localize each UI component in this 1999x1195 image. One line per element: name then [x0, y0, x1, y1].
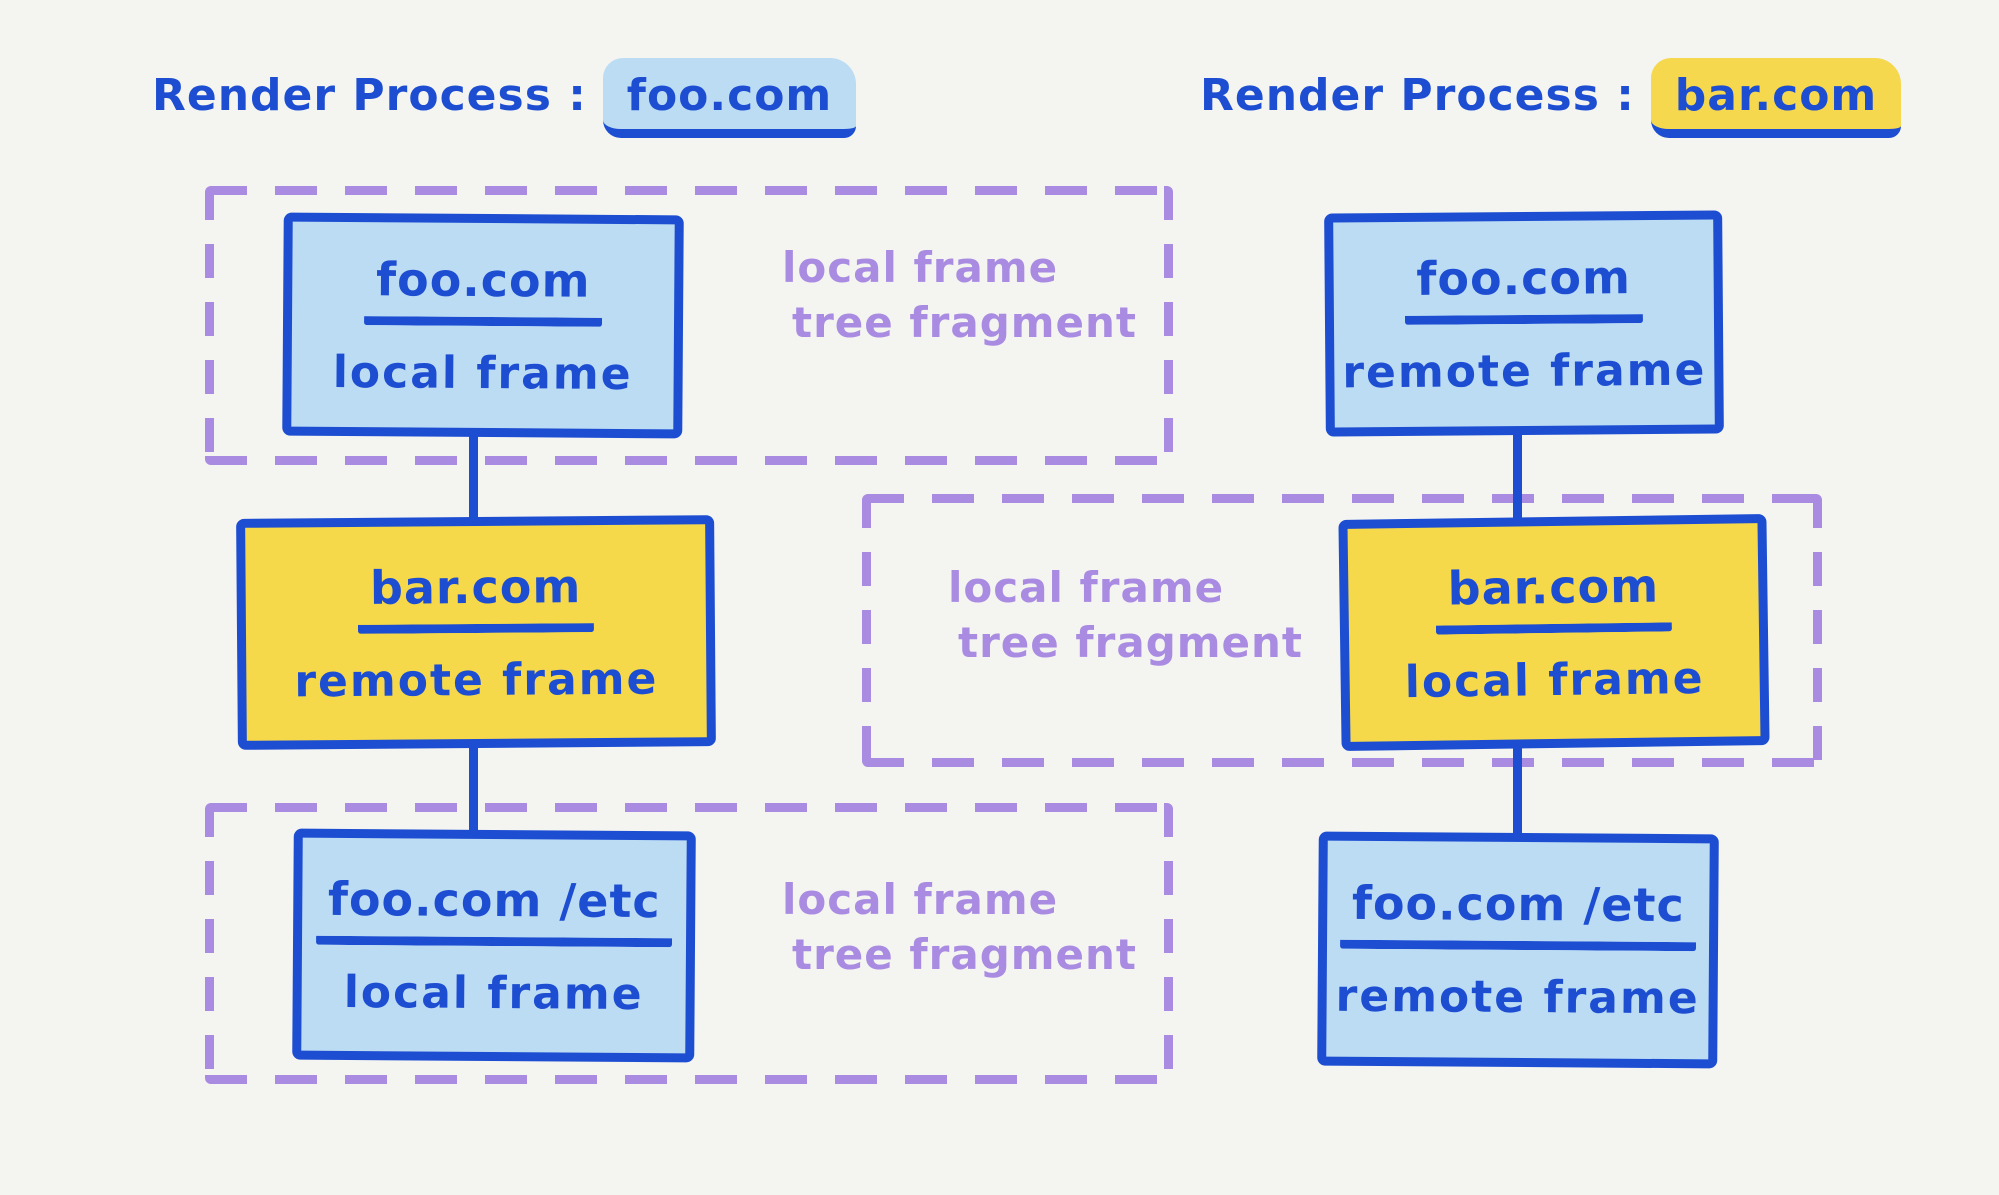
fragment-label-line1: local frame	[782, 243, 1059, 292]
title-prefix: Render Process :	[152, 70, 587, 121]
node-bar-com-local-frame: bar.com local frame	[1338, 514, 1770, 751]
node-domain: foo.com	[363, 251, 603, 327]
fragment-label-line2: tree fragment	[792, 930, 1138, 980]
node-domain: foo.com	[1404, 249, 1644, 325]
node-domain: bar.com	[1435, 557, 1672, 635]
fragment-label-line2: tree fragment	[792, 298, 1138, 348]
fragment-label-right: local frame tree fragment	[948, 560, 1303, 671]
render-process-title-foo: Render Process : foo.com	[152, 58, 857, 138]
fragment-label-left-bottom: local frame tree fragment	[782, 872, 1137, 983]
fragment-label-line1: local frame	[782, 875, 1059, 924]
connector-line-right-1	[1513, 430, 1522, 525]
node-bar-com-remote-frame: bar.com remote frame	[236, 515, 716, 750]
fragment-label-line1: local frame	[948, 563, 1225, 612]
title-domain-highlight-bar: bar.com	[1650, 58, 1902, 138]
render-process-title-bar: Render Process : bar.com	[1200, 58, 1902, 138]
node-foo-com-etc-local-frame: foo.com /etc local frame	[292, 828, 696, 1063]
connector-line-right-2	[1513, 742, 1522, 840]
node-frame-type: remote frame	[1342, 344, 1707, 398]
fragment-label-left-top: local frame tree fragment	[782, 240, 1137, 351]
node-domain: bar.com	[357, 558, 594, 634]
node-frame-type: remote frame	[1335, 970, 1700, 1025]
node-frame-type: local frame	[332, 346, 633, 400]
node-foo-com-local-frame: foo.com local frame	[282, 212, 684, 439]
title-domain-highlight-foo: foo.com	[602, 58, 857, 138]
connector-line-left-1	[469, 430, 478, 525]
node-frame-type: local frame	[343, 966, 644, 1020]
node-foo-com-etc-remote-frame: foo.com /etc remote frame	[1317, 831, 1719, 1069]
title-prefix: Render Process :	[1200, 70, 1635, 121]
node-frame-type: remote frame	[294, 653, 659, 707]
node-foo-com-remote-frame: foo.com remote frame	[1324, 210, 1724, 437]
node-frame-type: local frame	[1404, 652, 1705, 708]
connector-line-left-2	[469, 742, 478, 837]
node-domain: foo.com /etc	[315, 871, 673, 947]
node-domain: foo.com /etc	[1339, 875, 1697, 952]
fragment-label-line2: tree fragment	[958, 618, 1304, 668]
